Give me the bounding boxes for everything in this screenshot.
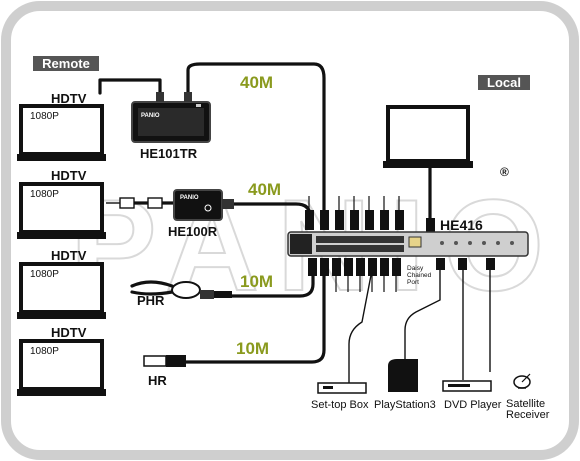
daisy-line-3: Port [407, 279, 419, 286]
svg-text:Set-top Box: Set-top Box [311, 399, 369, 411]
set-top-box: Set-top Box [311, 382, 369, 411]
cable-playstation3 [404, 270, 441, 360]
daisy-line-1: Daisy [407, 265, 424, 272]
remote-tv-1: HDTV 1080P [17, 91, 106, 161]
cable-settop-box [348, 269, 373, 385]
he100r-receiver: PANIO HE100R [168, 189, 234, 239]
svg-text:HDTV: HDTV [51, 91, 87, 106]
svg-text:PANIO: PANIO [180, 195, 199, 201]
switch-lower-plug-tails [335, 276, 397, 292]
daisy-chained-port-label: Daisy Chained Port [407, 265, 433, 286]
svg-text:HDTV: HDTV [51, 248, 87, 263]
svg-text:Local: Local [487, 75, 521, 90]
satellite-label-line1: Satellite [506, 398, 545, 410]
svg-text:HE101TR: HE101TR [140, 146, 198, 161]
phr-receiver: PHR [137, 281, 232, 308]
svg-text:PHR: PHR [137, 293, 165, 308]
cable-10m-phr [230, 268, 315, 298]
cable-10m-hr [184, 270, 326, 364]
cable-length-label-3: 10M [240, 272, 273, 291]
svg-text:HE416: HE416 [440, 217, 483, 233]
svg-text:1080P: 1080P [30, 269, 59, 280]
dvd-player: DVD Player [442, 380, 502, 411]
local-section-tag: Local [478, 75, 530, 90]
remote-section-tag: Remote [33, 56, 99, 71]
remote-tv-3: HDTV 1080P [17, 248, 106, 319]
svg-text:PlayStation3: PlayStation3 [374, 399, 436, 411]
cable-length-label-4: 10M [236, 339, 269, 358]
switch-lower-plugs [308, 258, 495, 276]
cable-length-label-2: 40M [248, 180, 281, 199]
playstation3: PlayStation3 [374, 359, 436, 411]
remote-tv-2: HDTV 1080P [17, 168, 106, 239]
cable-tv1-he101tr [98, 78, 162, 95]
svg-text:1080P: 1080P [30, 111, 59, 122]
he416-switch: HE416 Daisy Chained Port [287, 196, 529, 292]
switch-upper-plugs [305, 210, 435, 232]
local-monitor [383, 105, 473, 168]
satellite-receiver: Satellite Receiver [506, 373, 550, 421]
switch-port-blocks [316, 236, 404, 252]
he101tr-receiver: PANIO HE101TR [131, 92, 211, 161]
cable-40m-he101tr [186, 62, 326, 212]
svg-text:PANIO: PANIO [141, 113, 160, 119]
cable-length-label-1: 40M [240, 73, 273, 92]
switch-leds [440, 241, 514, 245]
daisy-line-2: Chained [407, 272, 432, 279]
svg-text:1080P: 1080P [30, 189, 59, 200]
switch-upper-plug-tips [308, 196, 400, 210]
svg-text:HDTV: HDTV [51, 325, 87, 340]
trademark-symbol: ® [500, 165, 509, 179]
hdmi-plug-tv2 [119, 197, 163, 209]
svg-text:1080P: 1080P [30, 346, 59, 357]
svg-text:Remote: Remote [42, 56, 90, 71]
svg-text:HDTV: HDTV [51, 168, 87, 183]
satellite-label-line2: Receiver [506, 409, 550, 421]
phr-pigtail-cables [130, 280, 174, 296]
svg-text:HE100R: HE100R [168, 224, 218, 239]
svg-text:DVD Player: DVD Player [444, 399, 502, 411]
svg-text:HR: HR [148, 373, 167, 388]
remote-tv-4: HDTV 1080P [17, 325, 106, 396]
hr-receiver: HR [143, 355, 186, 388]
